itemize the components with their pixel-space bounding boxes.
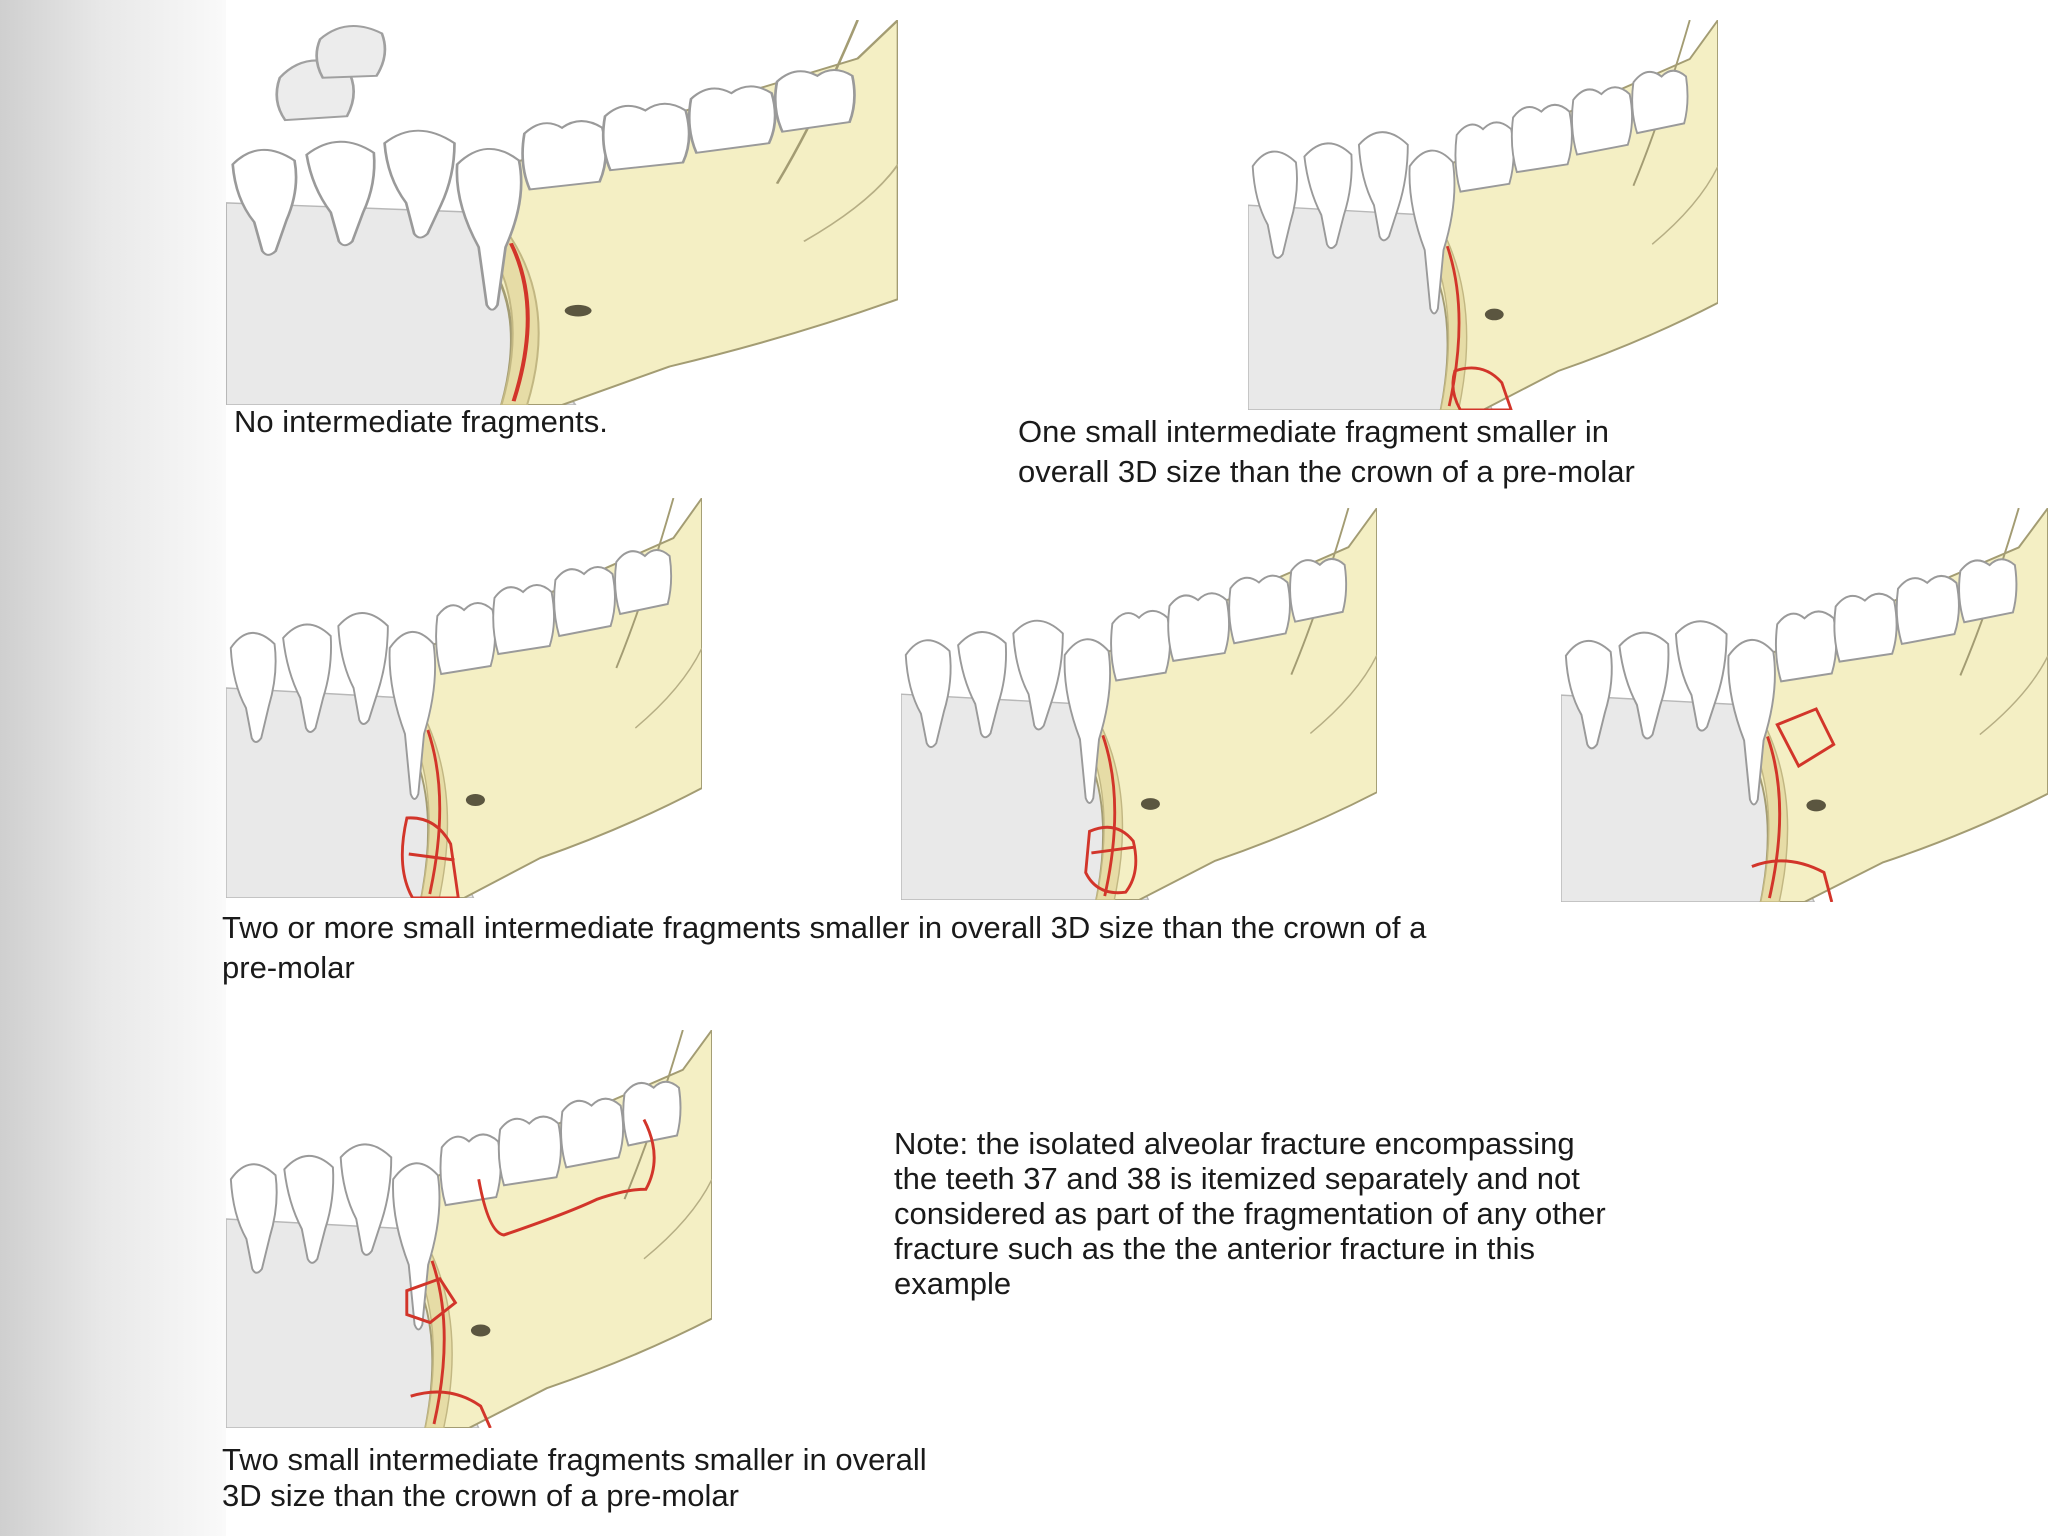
jaw-illustration-two-or-more-b bbox=[901, 508, 1377, 900]
caption-two-or-more-line2: pre-molar bbox=[222, 950, 355, 985]
jaw-illustration-one-fragment bbox=[1248, 20, 1718, 410]
caption-one-fragment: One small intermediate fragment smaller … bbox=[1018, 412, 1635, 492]
caption-two-small-line1: Two small intermediate fragments smaller… bbox=[222, 1442, 927, 1477]
note-line1: Note: the isolated alveolar fracture enc… bbox=[894, 1126, 1575, 1161]
jaw-illustration-two-or-more-c bbox=[1561, 508, 2048, 902]
caption-two-or-more-line1: Two or more small intermediate fragments… bbox=[222, 910, 1427, 945]
caption-no-fragments: No intermediate fragments. bbox=[234, 404, 608, 439]
note-text: Note: the isolated alveolar fracture enc… bbox=[894, 1126, 1606, 1301]
slide-canvas: No intermediate fragments. One small int… bbox=[222, 0, 2048, 1536]
jaw-illustration-no-fragments bbox=[226, 20, 898, 405]
caption-two-small-line2: 3D size than the crown of a pre-molar bbox=[222, 1478, 739, 1513]
jaw-illustration-two-small bbox=[226, 1030, 712, 1428]
caption-one-fragment-line1: One small intermediate fragment smaller … bbox=[1018, 414, 1609, 449]
slide-side-band bbox=[0, 0, 226, 1536]
note-line5: example bbox=[894, 1266, 1012, 1301]
jaw-illustration-two-or-more-a bbox=[226, 498, 702, 898]
caption-two-small: Two small intermediate fragments smaller… bbox=[222, 1442, 927, 1514]
caption-two-or-more: Two or more small intermediate fragments… bbox=[222, 908, 1426, 988]
caption-one-fragment-line2: overall 3D size than the crown of a pre-… bbox=[1018, 454, 1635, 489]
note-line4: fracture such as the the anterior fractu… bbox=[894, 1231, 1535, 1266]
note-line3: considered as part of the fragmentation … bbox=[894, 1196, 1606, 1231]
note-line2: the teeth 37 and 38 is itemized separate… bbox=[894, 1161, 1580, 1196]
